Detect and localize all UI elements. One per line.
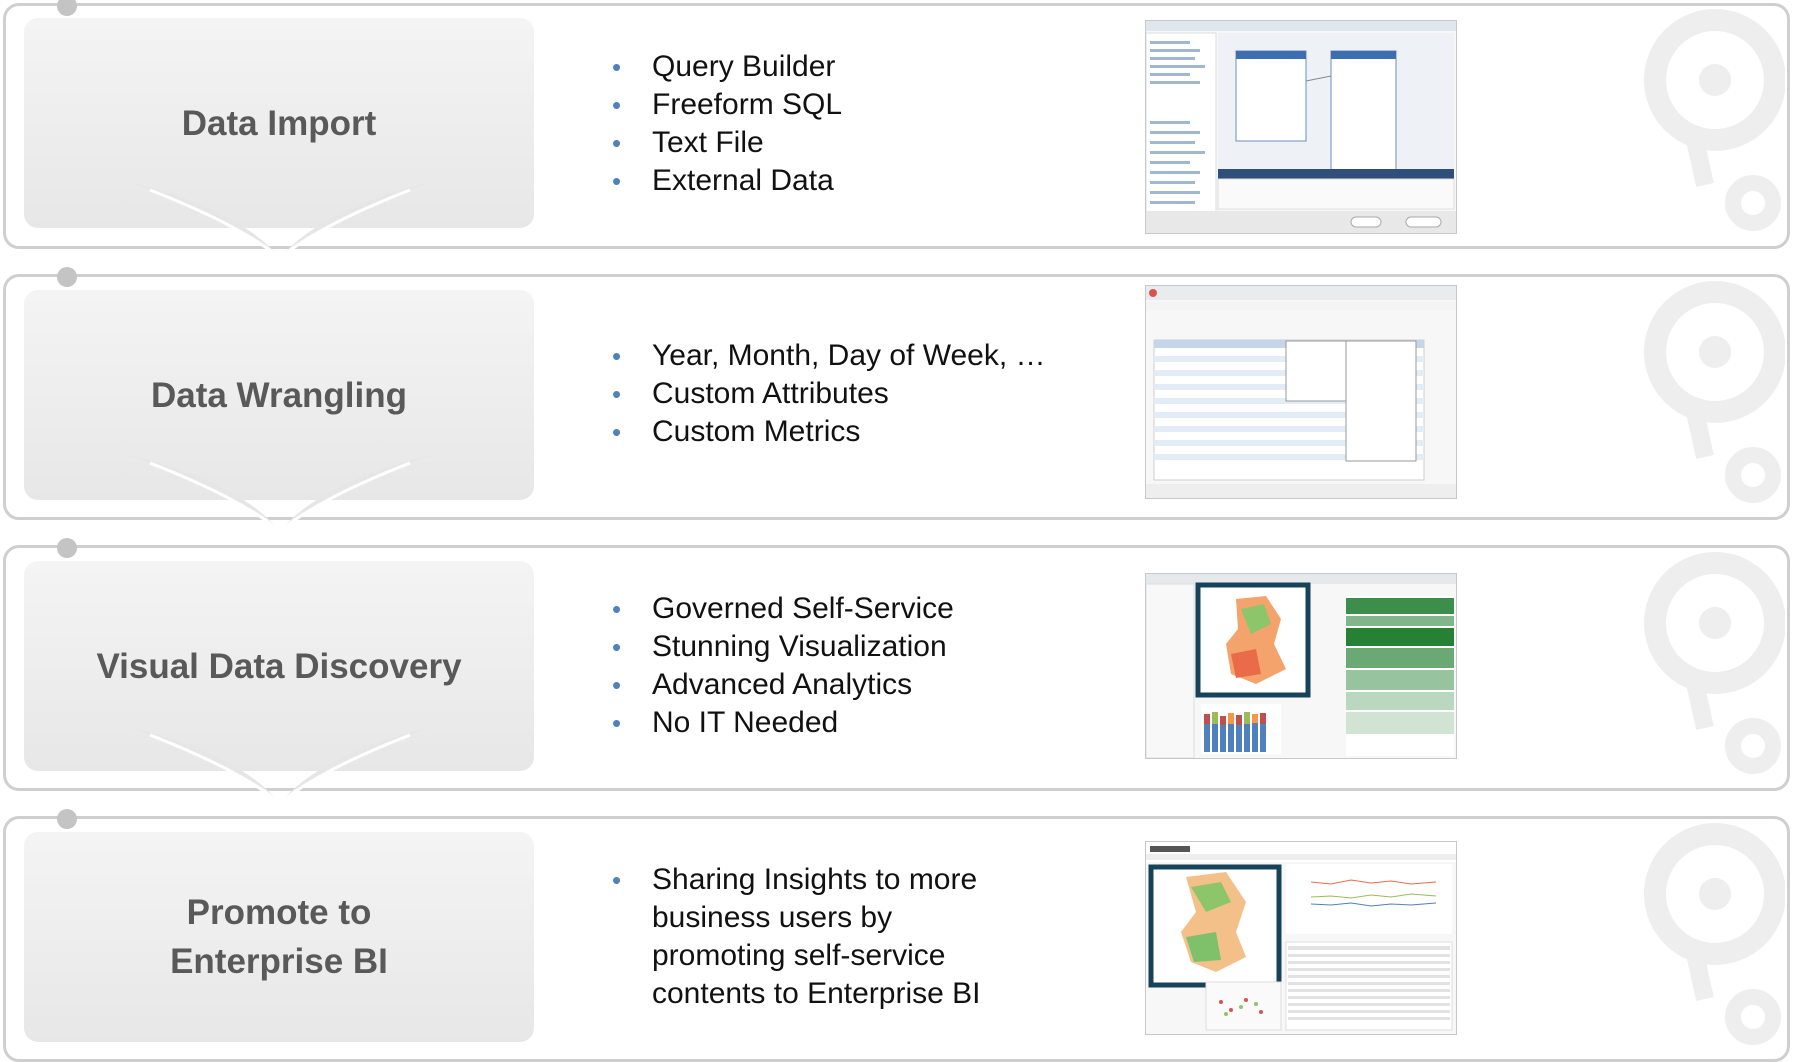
step-title-line: Enterprise BI: [170, 942, 388, 981]
row-marker-dot: [57, 0, 77, 16]
list-item: External Data: [612, 162, 842, 200]
feature-list: Query Builder Freeform SQL Text File Ext…: [612, 48, 842, 200]
data-wrangling-screenshot: [1145, 285, 1457, 499]
list-item-line: promoting self-service: [652, 939, 946, 972]
watermark-decoration: [1644, 9, 1785, 231]
chevron-down-icon: [130, 182, 430, 260]
chevron-down-icon: [130, 455, 430, 533]
step-title: Visual Data Discovery: [96, 646, 462, 686]
list-item: Stunning Visualization: [612, 628, 954, 666]
list-item-line: business users by: [652, 901, 893, 934]
watermark-decoration: [1644, 552, 1785, 774]
list-item-line: Sharing Insights to more: [652, 863, 978, 896]
row-marker-dot: [57, 538, 77, 558]
step-title: Data Import: [181, 103, 377, 143]
feature-list: Governed Self-Service Stunning Visualiza…: [612, 590, 954, 742]
step-title-line: Promote to: [186, 893, 372, 932]
feature-list: Year, Month, Day of Week, … Custom Attri…: [612, 337, 1046, 451]
step-label-data-wrangling: Data Wrangling: [24, 290, 534, 500]
list-item: Text File: [612, 124, 842, 162]
list-item: Custom Metrics: [612, 413, 1046, 451]
row-marker-dot: [57, 267, 77, 287]
step-label-data-import: Data Import: [24, 18, 534, 228]
list-item: Year, Month, Day of Week, …: [612, 337, 1046, 375]
watermark-decoration: [1644, 823, 1785, 1045]
chevron-down-icon: [130, 727, 430, 805]
list-item: Sharing Insights to more business users …: [612, 861, 981, 1013]
list-item: Freeform SQL: [612, 86, 842, 124]
list-item: Advanced Analytics: [612, 666, 954, 704]
list-item: Query Builder: [612, 48, 842, 86]
step-title: Data Wrangling: [150, 375, 408, 415]
watermark-decoration: [1644, 281, 1785, 503]
list-item: No IT Needed: [612, 704, 954, 742]
list-item: Governed Self-Service: [612, 590, 954, 628]
step-label-promote-enterprise-bi: Promote to Enterprise BI: [24, 832, 534, 1042]
step-label-visual-data-discovery: Visual Data Discovery: [24, 561, 534, 771]
feature-list: Sharing Insights to more business users …: [612, 861, 981, 1013]
enterprise-dashboard-screenshot: [1145, 841, 1457, 1035]
query-builder-screenshot: [1145, 20, 1457, 234]
visual-discovery-screenshot: [1145, 573, 1457, 759]
list-item: Custom Attributes: [612, 375, 1046, 413]
row-marker-dot: [57, 809, 77, 829]
list-item-line: contents to Enterprise BI: [652, 977, 981, 1010]
